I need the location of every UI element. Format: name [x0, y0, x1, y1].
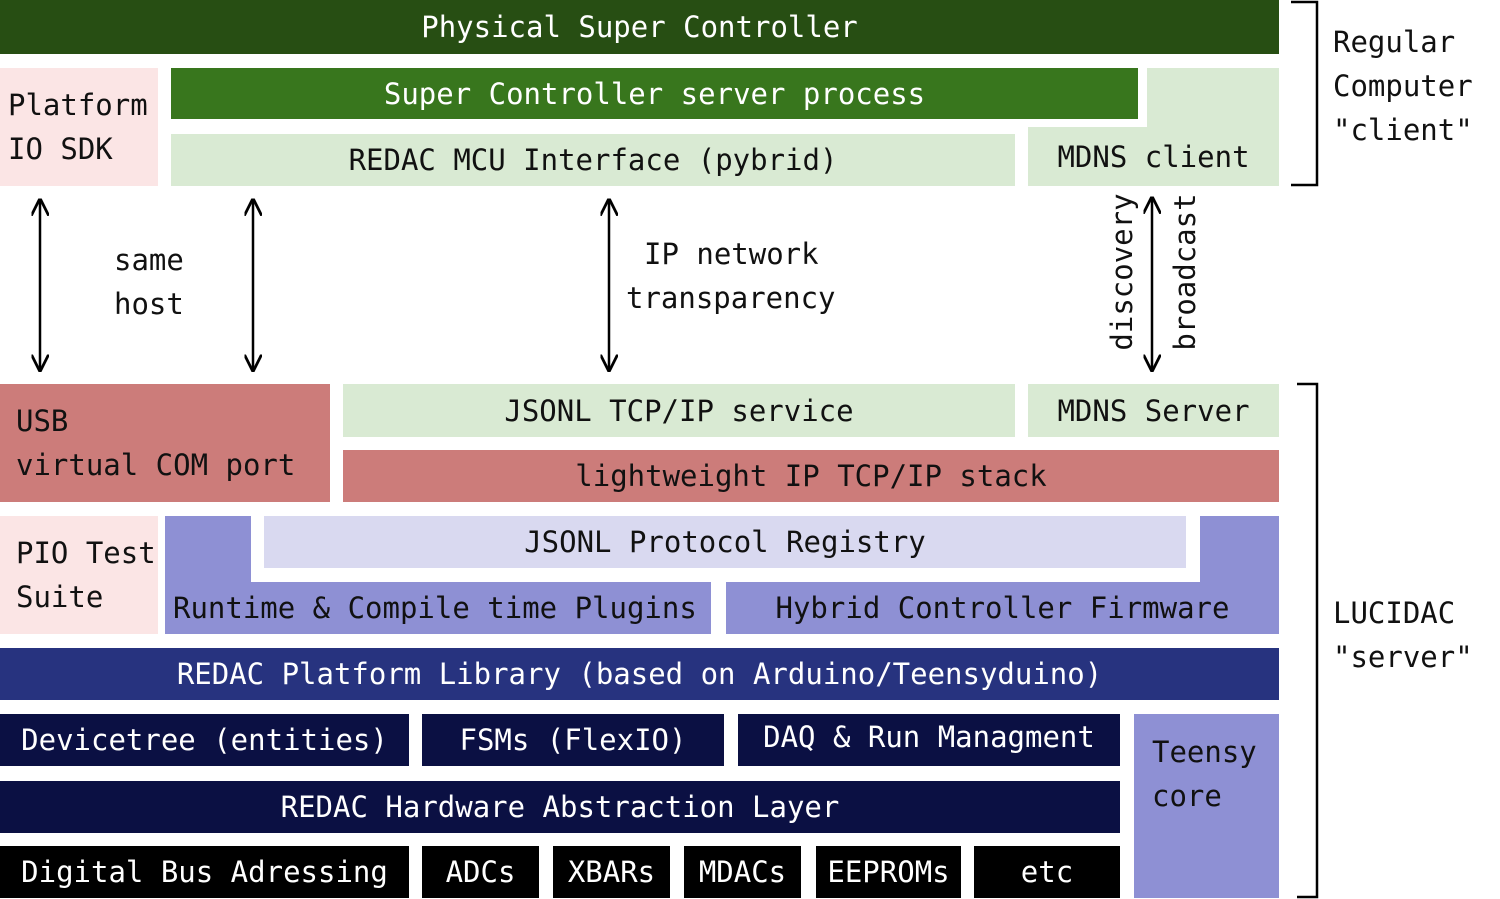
platformio-sdk-line-2: IO SDK [8, 132, 113, 166]
teensy-core: Teensy core [1134, 714, 1279, 898]
physical-super-controller: Physical Super Controller [0, 0, 1279, 54]
mdns-server: MDNS Server [1028, 384, 1279, 437]
client-bracket [1291, 0, 1319, 187]
usb-com-line-2: virtual COM port [16, 448, 296, 482]
ip-network-line-2: transparency [626, 281, 836, 315]
devicetree-label: Devicetree (entities) [21, 723, 388, 757]
etc-label: etc [1020, 855, 1074, 889]
client-group-label: Regular Computer "client" [1333, 20, 1473, 152]
mdacs: MDACs [684, 846, 801, 898]
digital-bus-label: Digital Bus Adressing [21, 855, 388, 889]
jsonl-tcp-service: JSONL TCP/IP service [343, 384, 1015, 437]
hal-label: REDAC Hardware Abstraction Layer [280, 790, 840, 824]
jsonl-protocol-registry-label: JSONL Protocol Registry [524, 525, 926, 559]
redac-mcu-interface: REDAC MCU Interface (pybrid) [171, 134, 1015, 186]
same-host-label: same host [114, 238, 184, 326]
digital-bus-addressing: Digital Bus Adressing [0, 846, 409, 898]
etc: etc [974, 846, 1120, 898]
mdacs-label: MDACs [698, 855, 787, 889]
pio-test-line-1: PIO Test [16, 536, 156, 570]
devicetree: Devicetree (entities) [0, 714, 409, 766]
runtime-plugins-label: Runtime & Compile time Plugins [173, 591, 697, 625]
lwip-stack: lightweight IP TCP/IP stack [343, 450, 1279, 502]
teensy-core-line-1: Teensy [1152, 735, 1257, 769]
mdns-client-extension [1147, 68, 1279, 128]
fsms-label: FSMs (FlexIO) [459, 723, 687, 757]
client-label-line-2: Computer [1333, 69, 1473, 103]
server-label-line-2: "server" [1333, 640, 1473, 674]
usb-com-line-1: USB [16, 404, 69, 438]
pio-test-line-2: Suite [16, 580, 104, 614]
lwip-stack-label: lightweight IP TCP/IP stack [575, 459, 1047, 493]
platform-library-label: REDAC Platform Library (based on Arduino… [176, 657, 1103, 691]
server-group-label: LUCIDAC "server" [1333, 591, 1473, 679]
redac-platform-library: REDAC Platform Library (based on Arduino… [0, 648, 1279, 700]
mdns-server-label: MDNS Server [1057, 393, 1250, 428]
client-label-line-3: "client" [1333, 113, 1473, 147]
same-host-line-2: host [114, 287, 184, 321]
super-controller-server-label: Super Controller server process [383, 76, 926, 111]
physical-super-controller-label: Physical Super Controller [421, 10, 858, 44]
daq-label: DAQ & Run Managment [763, 720, 1095, 754]
redac-mcu-interface-label: REDAC MCU Interface (pybrid) [348, 143, 838, 177]
platformio-sdk-line-1: Platform [8, 88, 148, 122]
xbars-label: XBARs [567, 855, 656, 889]
xbars: XBARs [553, 846, 670, 898]
mdns-client: MDNS client [1028, 127, 1279, 186]
jsonl-protocol-registry: JSONL Protocol Registry [264, 516, 1186, 568]
platformio-sdk-box: Platform IO SDK [0, 68, 158, 186]
mdns-client-label: MDNS client [1057, 139, 1250, 174]
runtime-plugins: Runtime & Compile time Plugins [165, 582, 711, 634]
pio-test-suite: PIO Test Suite [0, 516, 158, 634]
adcs: ADCs [422, 846, 539, 898]
fsms-flexio: FSMs (FlexIO) [422, 714, 724, 766]
ip-network-line-1: IP network [644, 237, 819, 271]
super-controller-server-process: Super Controller server process [171, 68, 1138, 119]
usb-virtual-com-port: USB virtual COM port [0, 384, 330, 502]
eeproms: EEPROMs [816, 846, 961, 898]
redac-hal: REDAC Hardware Abstraction Layer [0, 781, 1120, 833]
daq-run-management: DAQ & Run Managment [738, 714, 1120, 766]
jsonl-tcp-service-label: JSONL TCP/IP service [504, 393, 854, 428]
eeproms-label: EEPROMs [827, 855, 950, 889]
hybrid-controller-firmware: Hybrid Controller Firmware [726, 582, 1279, 634]
client-label-line-1: Regular [1333, 25, 1456, 59]
same-host-line-1: same [114, 243, 184, 277]
adcs-label: ADCs [445, 855, 516, 889]
teensy-core-line-2: core [1152, 779, 1222, 813]
ip-network-label: IP network transparency [626, 232, 836, 320]
server-label-line-1: LUCIDAC [1333, 596, 1456, 630]
server-bracket [1297, 382, 1319, 899]
hybrid-controller-firmware-label: Hybrid Controller Firmware [775, 591, 1230, 625]
